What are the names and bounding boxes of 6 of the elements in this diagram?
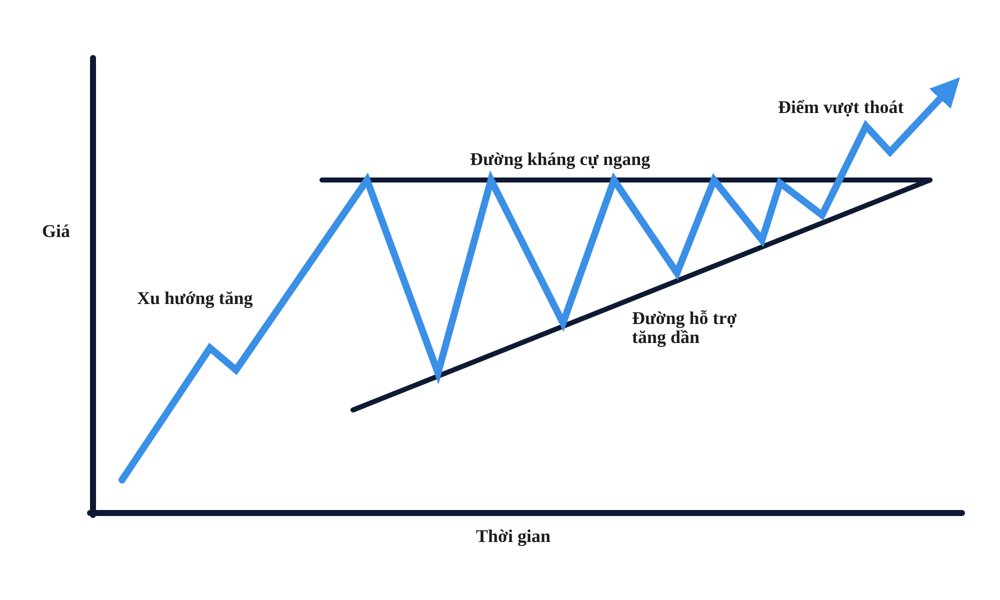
- trend-label: Xu hướng tăng: [137, 289, 253, 308]
- resistance-label: Đường kháng cự ngang: [470, 150, 650, 169]
- axis-label: Giá: [42, 222, 70, 241]
- support-label: Đường hỗ trợ tăng dần: [632, 309, 738, 347]
- axis-label: Thời gian: [476, 527, 550, 546]
- breakout-label: Điểm vượt thoát: [778, 98, 904, 117]
